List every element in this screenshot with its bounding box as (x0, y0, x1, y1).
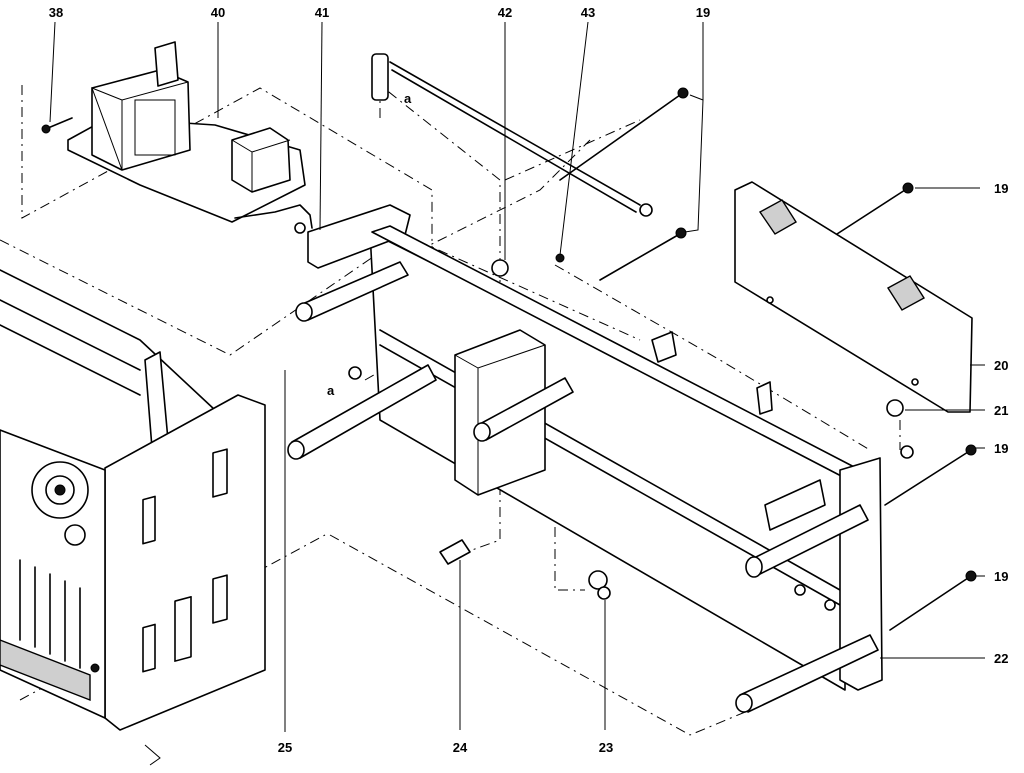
guide-rod (371, 53, 653, 217)
cassette-mechanism (0, 269, 266, 766)
callout-19-right-lower: 19 (994, 569, 1008, 584)
leader-lines (49, 21, 985, 730)
mounting-screw-38 (41, 117, 73, 134)
callout-43: 43 (581, 5, 595, 20)
callout-25: 25 (278, 740, 292, 755)
callout-23: 23 (599, 740, 613, 755)
spacer-tubes (287, 261, 879, 713)
rear-pcb (734, 181, 973, 413)
callout-labels: 38 40 41 42 43 19 19 20 21 19 19 22 23 2… (49, 5, 1009, 755)
callout-21: 21 (994, 403, 1008, 418)
callout-41: 41 (315, 5, 329, 20)
callout-22: 22 (994, 651, 1008, 666)
callout-a-top: a (404, 91, 412, 106)
callout-19-right-middle: 19 (994, 441, 1008, 456)
long-screws (559, 87, 977, 631)
callout-24: 24 (453, 740, 468, 755)
callout-19-right-upper: 19 (994, 181, 1008, 196)
callout-19-top: 19 (696, 5, 710, 20)
small-clips (348, 366, 471, 565)
callout-38: 38 (49, 5, 63, 20)
callout-42: 42 (498, 5, 512, 20)
small-screws (491, 253, 914, 600)
callout-a-left: a (327, 383, 335, 398)
callout-40: 40 (211, 5, 225, 20)
callout-20: 20 (994, 358, 1008, 373)
transformer-board (67, 41, 313, 234)
